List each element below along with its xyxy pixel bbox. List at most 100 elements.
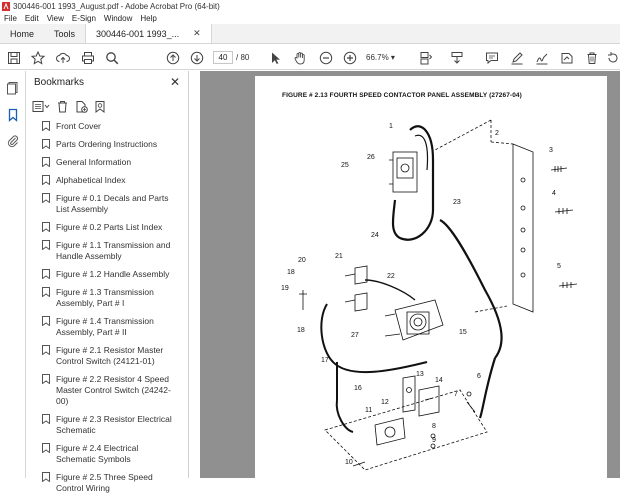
- tab-tools[interactable]: Tools: [44, 24, 85, 43]
- zoom-level-select[interactable]: 66.7% ▾: [366, 51, 400, 64]
- tab-tools-label: Tools: [54, 28, 76, 39]
- bookmarks-panel: Bookmarks ✕ Front Cover Parts Ordering I…: [26, 71, 222, 493]
- bookmark-item[interactable]: Figure # 0.1 Decals and Parts List Assem…: [26, 193, 181, 215]
- bookmark-icon: [42, 414, 50, 424]
- callout-22: 22: [387, 273, 395, 280]
- delete-icon[interactable]: [584, 50, 600, 66]
- bookmark-icon: [42, 193, 50, 203]
- bookmark-icon: [42, 269, 50, 279]
- menu-edit[interactable]: Edit: [24, 13, 39, 23]
- bookmark-item[interactable]: Figure # 2.3 Resistor Electrical Schemat…: [26, 414, 181, 436]
- tab-home[interactable]: Home: [0, 24, 44, 43]
- bookmark-icon: [42, 139, 50, 149]
- bookmark-item[interactable]: Figure # 2.1 Resistor Master Control Swi…: [26, 345, 181, 367]
- callout-14: 14: [435, 377, 443, 384]
- previous-page-icon[interactable]: [165, 50, 181, 66]
- bookmark-label: Alphabetical Index: [56, 175, 126, 185]
- rotate-icon[interactable]: [605, 50, 620, 66]
- callout-3: 3: [549, 147, 553, 154]
- callout-4: 4: [552, 190, 556, 197]
- menu-help[interactable]: Help: [140, 13, 157, 23]
- callout-17: 17: [321, 357, 329, 364]
- bookmark-item[interactable]: Figure # 0.2 Parts List Index: [26, 222, 181, 233]
- delete-bookmark-icon[interactable]: [56, 100, 69, 113]
- close-tab-icon[interactable]: ✕: [193, 28, 201, 38]
- callout-25: 25: [341, 162, 349, 169]
- search-icon[interactable]: [104, 50, 120, 66]
- bookmark-item[interactable]: Figure # 2.4 Electrical Schematic Symbol…: [26, 443, 181, 465]
- menu-esign[interactable]: E-Sign: [71, 13, 96, 23]
- bookmark-label: Figure # 1.4 Transmission Assembly, Part…: [56, 316, 154, 337]
- select-cursor-icon[interactable]: [268, 50, 284, 66]
- page-display-icon[interactable]: [418, 50, 434, 66]
- attachments-icon[interactable]: [6, 134, 20, 148]
- bookmark-star-icon[interactable]: [30, 50, 46, 66]
- bookmark-icon: [42, 345, 50, 355]
- callout-2: 2: [495, 130, 499, 137]
- callout-6: 6: [477, 373, 481, 380]
- bookmark-label: Front Cover: [56, 121, 101, 131]
- bookmark-label: Figure # 2.4 Electrical Schematic Symbol…: [56, 443, 139, 464]
- cloud-upload-icon[interactable]: [55, 50, 71, 66]
- tab-document[interactable]: 300446-001 1993_... ✕: [85, 24, 212, 43]
- menu-bar: File Edit View E-Sign Window Help: [0, 12, 620, 24]
- bookmark-label: Figure # 2.1 Resistor Master Control Swi…: [56, 345, 164, 366]
- bookmark-item[interactable]: Figure # 2.5 Three Speed Control Wiring: [26, 472, 181, 494]
- navigation-rail: [0, 71, 26, 478]
- new-bookmark-icon[interactable]: [75, 100, 88, 113]
- bookmark-label: Figure # 2.2 Resistor 4 Speed Master Con…: [56, 374, 171, 406]
- callout-21: 21: [335, 253, 343, 260]
- bookmark-icon: [42, 240, 50, 250]
- bookmark-item[interactable]: Figure # 1.4 Transmission Assembly, Part…: [26, 316, 181, 338]
- tab-bar: Home Tools 300446-001 1993_... ✕: [0, 24, 620, 44]
- bookmark-label: General Information: [56, 157, 132, 167]
- page-thumbnails-icon[interactable]: [6, 81, 20, 95]
- callout-10: 10: [345, 459, 353, 466]
- scroll-mode-icon[interactable]: [449, 50, 465, 66]
- callout-18-lower: 18: [297, 327, 305, 334]
- menu-view[interactable]: View: [46, 13, 64, 23]
- options-menu-icon[interactable]: [32, 100, 50, 113]
- tab-home-label: Home: [10, 28, 35, 39]
- callout-13: 13: [416, 371, 424, 378]
- close-panel-icon[interactable]: ✕: [169, 75, 180, 89]
- bookmark-icon: [42, 443, 50, 453]
- bookmark-item[interactable]: Figure # 1.3 Transmission Assembly, Part…: [26, 287, 181, 309]
- next-page-icon[interactable]: [189, 50, 205, 66]
- bookmark-item[interactable]: Figure # 2.2 Resistor 4 Speed Master Con…: [26, 374, 181, 407]
- callout-27: 27: [351, 332, 359, 339]
- zoom-level-value: 66.7%: [366, 53, 389, 62]
- print-icon[interactable]: [80, 50, 96, 66]
- callout-19: 19: [281, 285, 289, 292]
- tab-document-label: 300446-001 1993_...: [96, 28, 180, 39]
- bookmark-icon: [42, 374, 50, 384]
- callout-5: 5: [557, 263, 561, 270]
- bookmark-item[interactable]: Alphabetical Index: [26, 175, 181, 186]
- find-bookmark-icon[interactable]: [94, 100, 107, 113]
- callout-15: 15: [459, 329, 467, 336]
- send-for-signature-icon[interactable]: [559, 50, 575, 66]
- callout-11: 11: [365, 407, 372, 414]
- callout-26: 26: [367, 154, 375, 161]
- bookmark-item[interactable]: Figure # 1.2 Handle Assembly: [26, 269, 181, 280]
- bookmark-item[interactable]: Figure # 1.1 Transmission and Handle Ass…: [26, 240, 181, 262]
- menu-file[interactable]: File: [4, 13, 17, 23]
- zoom-out-icon[interactable]: [318, 50, 334, 66]
- comment-icon[interactable]: [484, 50, 500, 66]
- page-number-input[interactable]: 40: [213, 51, 233, 64]
- sign-icon[interactable]: [534, 50, 550, 66]
- bookmark-item[interactable]: Front Cover: [26, 121, 181, 132]
- highlight-pen-icon[interactable]: [509, 50, 525, 66]
- hand-tool-icon[interactable]: [292, 50, 308, 66]
- zoom-in-icon[interactable]: [342, 50, 358, 66]
- menu-window[interactable]: Window: [103, 13, 133, 23]
- bookmarks-icon[interactable]: [6, 108, 20, 122]
- page-total: 80: [240, 53, 250, 62]
- bookmark-label: Figure # 2.5 Three Speed Control Wiring: [56, 472, 153, 493]
- bookmark-item[interactable]: General Information: [26, 157, 181, 168]
- callout-24: 24: [371, 232, 379, 239]
- save-icon[interactable]: [6, 50, 22, 66]
- callout-8: 8: [432, 423, 436, 430]
- bookmark-item[interactable]: Parts Ordering Instructions: [26, 139, 181, 150]
- page-count: / 80: [236, 53, 249, 62]
